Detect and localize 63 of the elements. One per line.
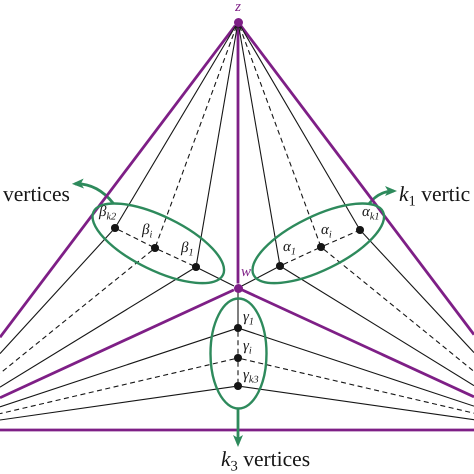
- vertex-dot: [234, 354, 242, 362]
- dashed-edge: [158, 249, 193, 266]
- pointer-arrow: [72, 178, 114, 204]
- annotation-text: k$_{3}$ vertices: [221, 449, 310, 470]
- pointer-arrow: [233, 408, 243, 447]
- grouping-ellipse: [208, 296, 268, 410]
- vertex-label: β$_{1}$: [180, 240, 194, 256]
- vertex-dot: [317, 243, 325, 251]
- dashed-edge: [156, 26, 237, 245]
- dashed-edge: [283, 248, 318, 265]
- edge-line: [240, 24, 474, 336]
- dashed-edge: [239, 26, 320, 244]
- edge-line: [0, 24, 236, 338]
- grouping-ellipse: [90, 202, 226, 284]
- dashed-edge: [118, 229, 152, 247]
- edge-line: [116, 26, 236, 226]
- vertex-label: γ$_{i}$: [243, 339, 252, 354]
- dashed-edge: [237, 362, 239, 382]
- vertex-label: z: [235, 0, 241, 15]
- vertex-label: γ$_{1}$: [243, 310, 254, 325]
- annotation-text: vertices: [3, 184, 70, 206]
- edge-line: [236, 26, 240, 284]
- edge-line: [0, 268, 194, 388]
- edge-line: [240, 26, 359, 227]
- edge-line: [0, 328, 235, 408]
- edge-line: [238, 26, 280, 262]
- edge-line: [282, 268, 474, 386]
- edge-line: [199, 268, 234, 286]
- vertex-dot: [234, 284, 242, 292]
- edge-line: [242, 386, 474, 420]
- grouping-ellipse: [250, 202, 386, 284]
- vertex-label: β$_{k2}$: [98, 204, 116, 220]
- vertex-label: α$_{k1}$: [362, 204, 380, 220]
- vertex-dot: [234, 18, 242, 26]
- edge-line: [196, 26, 238, 264]
- edge-line: [237, 292, 239, 324]
- vertex-dot: [111, 224, 119, 232]
- dashed-edge: [237, 332, 239, 354]
- edge-line: [0, 288, 234, 399]
- edge-line: [362, 232, 474, 353]
- vertex-label: α$_{1}$: [282, 240, 296, 255]
- vertex-dot: [234, 324, 242, 332]
- vertex-dot: [276, 262, 284, 270]
- vertex-dot: [356, 226, 364, 234]
- dashed-edge: [0, 250, 152, 374]
- vertex-dot: [192, 263, 200, 271]
- dashed-edge: [242, 358, 474, 414]
- edge-line: [242, 267, 277, 286]
- edge-line: [241, 328, 474, 407]
- pointer-arrow: [368, 186, 397, 205]
- vertex-dot: [234, 382, 242, 390]
- annotation-text: k$_{1}$ vertic: [399, 184, 470, 206]
- vertex-label: γ$_{k3}$: [243, 368, 259, 383]
- edge-line: [242, 288, 474, 398]
- edge-line: [0, 386, 234, 421]
- edge-line: [0, 230, 113, 354]
- vertex-label: w: [241, 265, 252, 280]
- vertex-label: β$_{i}$: [142, 222, 152, 238]
- dashed-edge: [324, 231, 357, 246]
- vertex-label: α$_{i}$: [320, 222, 332, 238]
- vertex-dot: [151, 244, 159, 252]
- dashed-edge: [324, 248, 474, 372]
- dashed-edge: [0, 358, 234, 414]
